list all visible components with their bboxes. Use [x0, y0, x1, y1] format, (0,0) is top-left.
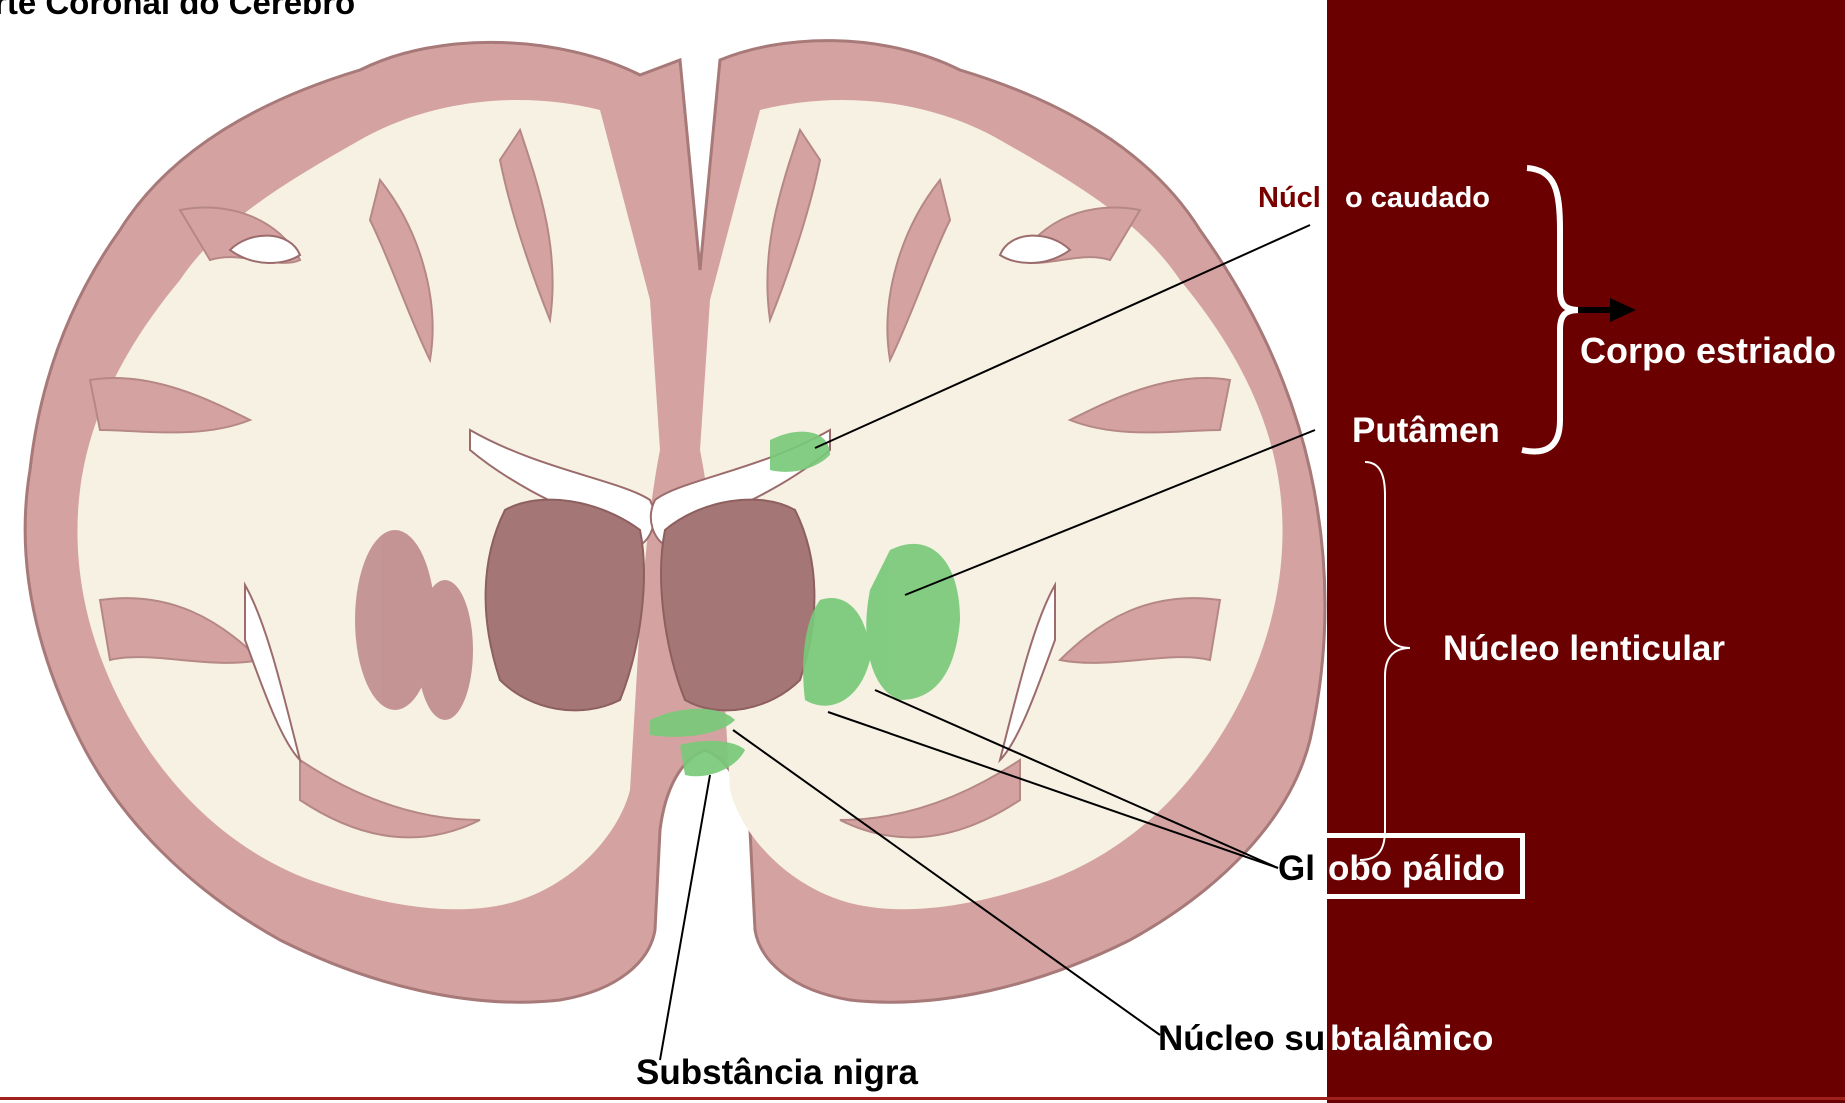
- label-nucleo-subtalamico-part1: Núcleo su: [1158, 1021, 1325, 1056]
- diagram-title: rte Coronal do Cérebro: [0, 0, 355, 19]
- leader-substancia-nigra: [660, 775, 710, 1060]
- label-globo-palido-part1: Gl: [1278, 851, 1315, 886]
- label-nucleo-caudado-part2: o caudado: [1345, 184, 1490, 213]
- label-putamen: Putâmen: [1352, 413, 1500, 448]
- label-globo-palido-part2: obo pálido: [1328, 851, 1505, 886]
- label-corpo-estriado: Corpo estriado: [1580, 333, 1836, 369]
- label-substancia-nigra: Substância nigra: [636, 1055, 918, 1090]
- label-panel: [1327, 0, 1845, 1103]
- label-nucleo-subtalamico-part2: btalâmico: [1330, 1021, 1493, 1056]
- label-nucleo-lenticular: Núcleo lenticular: [1443, 631, 1725, 666]
- label-nucleo-caudado-part1: Núcl: [1258, 184, 1321, 213]
- bottom-divider: [0, 1097, 1845, 1100]
